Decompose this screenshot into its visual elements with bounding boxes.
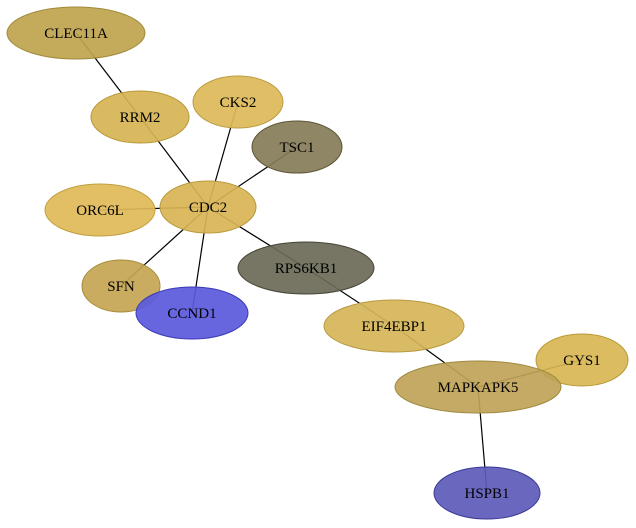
node-rrm2[interactable]: RRM2 bbox=[90, 90, 190, 144]
node-mapkapk5[interactable]: MAPKAPK5 bbox=[394, 360, 562, 414]
node-label: TSC1 bbox=[279, 140, 314, 156]
node-label: CCND1 bbox=[167, 306, 216, 322]
node-label: ORC6L bbox=[76, 203, 124, 219]
node-label: HSPB1 bbox=[464, 486, 509, 502]
node-shape bbox=[251, 120, 343, 174]
node-cdc2[interactable]: CDC2 bbox=[159, 180, 257, 234]
node-clec11a[interactable]: CLEC11A bbox=[6, 6, 146, 60]
node-shape bbox=[90, 90, 190, 144]
node-label: MAPKAPK5 bbox=[438, 380, 519, 396]
node-shape bbox=[192, 75, 284, 129]
node-shape bbox=[323, 299, 465, 353]
node-shape bbox=[135, 286, 249, 340]
node-ccnd1[interactable]: CCND1 bbox=[135, 286, 249, 340]
node-shape bbox=[81, 259, 161, 313]
node-tsc1[interactable]: TSC1 bbox=[251, 120, 343, 174]
node-shape bbox=[535, 333, 629, 387]
node-shape bbox=[433, 466, 541, 520]
node-label: CDC2 bbox=[189, 200, 227, 216]
node-shape bbox=[159, 180, 257, 234]
node-cks2[interactable]: CKS2 bbox=[192, 75, 284, 129]
node-orc6l[interactable]: ORC6L bbox=[44, 183, 156, 237]
node-sfn[interactable]: SFN bbox=[81, 259, 161, 313]
node-shape bbox=[237, 241, 375, 295]
node-label: CKS2 bbox=[220, 95, 257, 111]
node-shape bbox=[6, 6, 146, 60]
node-shape bbox=[394, 360, 562, 414]
node-gys1[interactable]: GYS1 bbox=[535, 333, 629, 387]
node-eif4ebp1[interactable]: EIF4EBP1 bbox=[323, 299, 465, 353]
node-shape bbox=[44, 183, 156, 237]
node-label: RPS6KB1 bbox=[275, 261, 338, 277]
node-label: SFN bbox=[107, 279, 135, 295]
node-label: RRM2 bbox=[120, 110, 161, 126]
node-hspb1[interactable]: HSPB1 bbox=[433, 466, 541, 520]
node-label: CLEC11A bbox=[44, 26, 108, 42]
node-rps6kb1[interactable]: RPS6KB1 bbox=[237, 241, 375, 295]
node-label: EIF4EBP1 bbox=[361, 319, 426, 335]
node-label: GYS1 bbox=[563, 353, 601, 369]
